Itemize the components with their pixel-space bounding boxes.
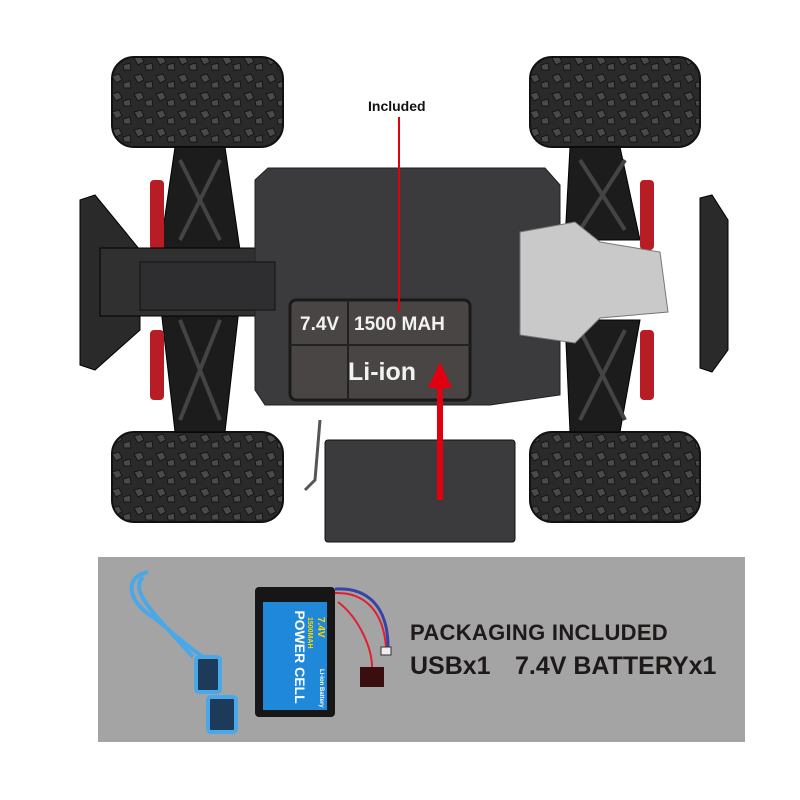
package-contents-illustration: POWER CELL 7.4V 1500MAH Li-ion Battery (129, 570, 392, 734)
suspension-arms (159, 146, 641, 433)
battery-pack-capacity: 1500MAH (306, 617, 313, 649)
usb-cable-icon (129, 570, 238, 734)
battery-cable (303, 419, 322, 492)
skid-plate (519, 221, 669, 344)
included-label: Included (368, 98, 426, 114)
battery-voltage: 7.4V (300, 314, 340, 335)
battery-pack-voltage: 7.4V (315, 617, 326, 638)
packaging-title: PACKAGING INCLUDED (410, 620, 668, 645)
wheel-rear-left (111, 431, 284, 523)
packaging-item-usb: USBx1 (410, 652, 491, 680)
packaging-panel (98, 557, 745, 742)
removed-battery (324, 439, 516, 543)
insert-arrow-icon (428, 362, 452, 500)
packaging-item-battery: 7.4V BATTERYx1 (515, 652, 717, 680)
shock-absorbers (150, 180, 654, 400)
battery-pack-icon: POWER CELL 7.4V 1500MAH Li-ion Battery (255, 587, 392, 717)
front-bumper (699, 194, 729, 373)
battery-pack-type: Li-ion Battery (318, 669, 324, 708)
rc-car-underside-illustration (79, 56, 729, 543)
battery-chemistry: Li-ion (348, 358, 417, 386)
wheel-front-left (111, 56, 284, 148)
wheel-front-right (529, 56, 701, 148)
installed-battery (288, 298, 472, 402)
battery-brand: POWER CELL (292, 610, 308, 704)
wheel-rear-right (529, 431, 701, 523)
battery-capacity: 1500 MAH (354, 314, 445, 335)
